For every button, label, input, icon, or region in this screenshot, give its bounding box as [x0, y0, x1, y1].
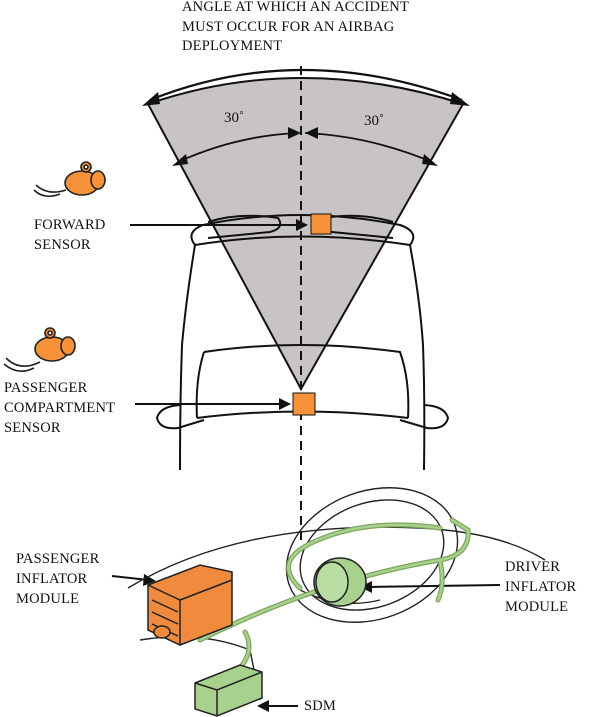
pc-sensor-label-line-1: PASSENGER	[4, 380, 88, 396]
outer-arc-arrow-left	[142, 92, 160, 106]
inner-arc-right-arrow-a	[305, 127, 318, 139]
pc-sensor-label-line-2: COMPARTMENT	[4, 400, 116, 416]
angle-left-label: 30˚	[224, 110, 244, 126]
passenger-inflator-module-label: PASSENGER INFLATOR MODULE	[16, 549, 99, 609]
pc-sensor-label-line-3: SENSOR	[4, 420, 61, 436]
forward-sensor-marker	[310, 213, 332, 235]
title-line-1: ANGLE AT WHICH AN ACCIDENT	[182, 0, 409, 15]
pim-label-line-1: PASSENGER	[16, 551, 100, 567]
pim-label-line-2: INFLATOR	[16, 571, 88, 587]
outer-angle-arc	[149, 68, 463, 102]
dim-label-line-3: MODULE	[505, 599, 569, 615]
passenger-inflator-module	[147, 564, 233, 646]
forward-sensor-label: FORWARD SENSOR	[34, 215, 106, 255]
forward-sensor-label-line-1: FORWARD	[34, 217, 106, 233]
passenger-compartment-sensor-marker	[292, 392, 316, 416]
driver-inflator-module-label: DRIVER INFLATOR MODULE	[505, 557, 576, 617]
sdm-module	[194, 664, 263, 717]
passenger-sensor-illustration	[3, 327, 76, 372]
inner-arc-left-arrow-b	[288, 127, 301, 139]
pim-label-line-3: MODULE	[16, 591, 80, 607]
deployment-angle-sector	[146, 77, 465, 392]
dim-label-line-2: INFLATOR	[505, 579, 577, 595]
passenger-compartment-sensor-label: PASSENGER COMPARTMENT SENSOR	[4, 378, 115, 438]
dim-label-line-1: DRIVER	[505, 559, 561, 575]
inner-arc-right	[304, 132, 433, 163]
forward-sensor-illustration	[33, 161, 106, 198]
forward-sensor-label-line-2: SENSOR	[34, 237, 91, 253]
driver-inflator-module	[313, 557, 367, 607]
diagram-title: ANGLE AT WHICH AN ACCIDENT MUST OCCUR FO…	[182, 0, 409, 57]
angle-right-label: 30˚	[364, 113, 384, 129]
inner-arc-left	[177, 132, 298, 163]
outer-arc-arrow-right	[450, 92, 470, 106]
title-line-3: DEPLOYMENT	[182, 38, 283, 54]
inner-arc-left-arrow-a	[172, 154, 188, 166]
title-line-2: MUST OCCUR FOR AN AIRBAG	[182, 18, 395, 35]
sdm-label: SDM	[304, 698, 337, 714]
inner-arc-right-arrow-b	[422, 154, 438, 166]
